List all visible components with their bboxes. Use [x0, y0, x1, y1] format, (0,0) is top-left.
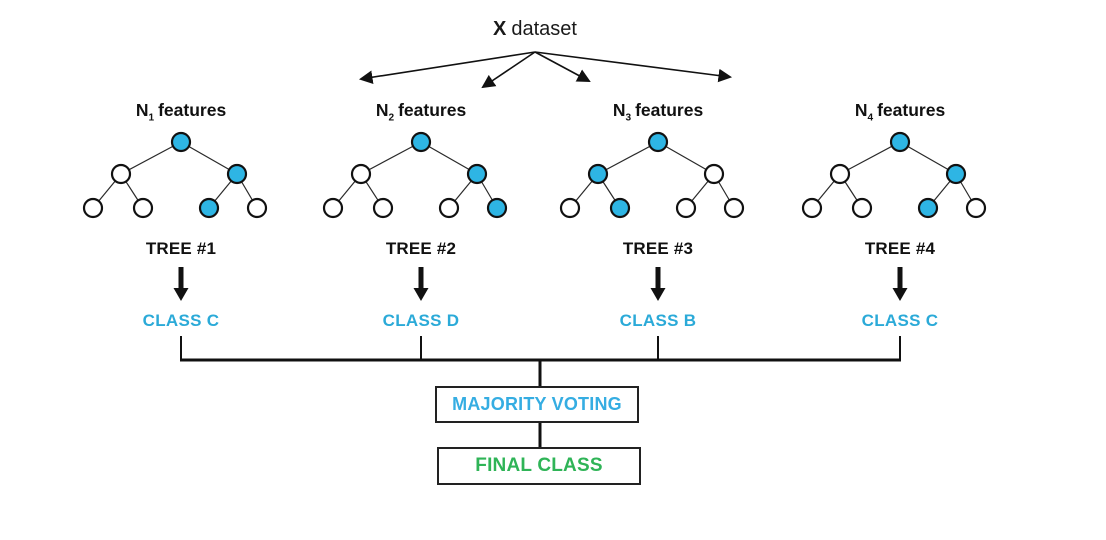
features-sub: 1 [148, 112, 155, 124]
class-label-2: CLASS D [382, 311, 460, 330]
features-n: N [135, 100, 149, 120]
features-suffix: features [158, 100, 227, 120]
features-suffix: features [398, 100, 467, 120]
class-label-1: CLASS C [142, 311, 220, 330]
dataset-word: dataset [511, 18, 577, 40]
features-n: N [612, 100, 626, 120]
features-sub: 4 [867, 112, 874, 124]
class-label-4: CLASS C [861, 311, 939, 330]
dataset-name: X [493, 18, 507, 40]
majority-voting-box: MAJORITY VOTING [435, 386, 639, 423]
features-n: N [375, 100, 389, 120]
tree-label-4: TREE #4 [864, 239, 936, 258]
majority-voting-label: MAJORITY VOTING [452, 394, 622, 414]
final-class-label: FINAL CLASS [475, 455, 603, 476]
class-label-3: CLASS B [619, 311, 697, 330]
final-class-box: FINAL CLASS [437, 447, 641, 485]
tree-label-2: TREE #2 [385, 239, 457, 258]
features-sub: 3 [625, 112, 632, 124]
tree-label-3: TREE #3 [622, 239, 694, 258]
tree-label-1: TREE #1 [145, 239, 217, 258]
features-suffix: features [877, 100, 946, 120]
features-n: N [854, 100, 868, 120]
features-sub: 2 [388, 112, 395, 124]
features-suffix: features [635, 100, 704, 120]
